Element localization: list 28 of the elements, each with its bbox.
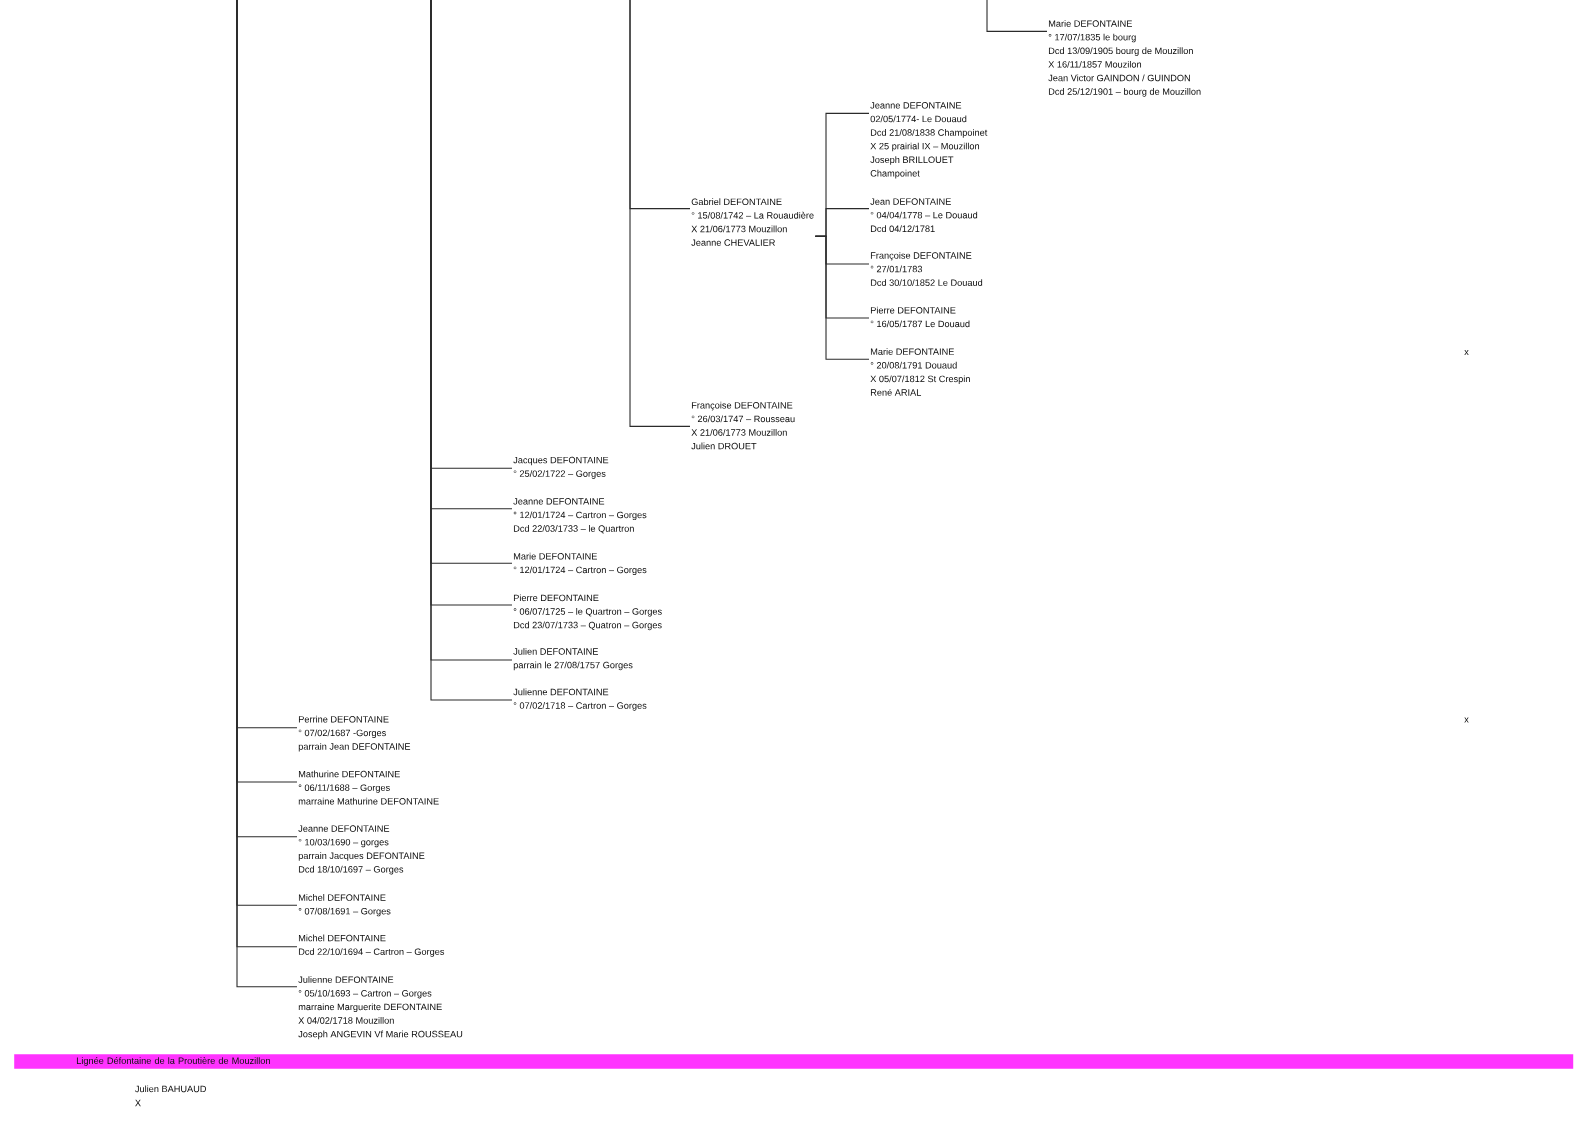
- person-entry: Pierre DEFONTAINE ° 16/05/1787 Le Douaud: [870, 306, 970, 328]
- person-entry: Julienne DEFONTAINE ° 05/10/1693 – Cartron – Gorges marraine Marguerite DEFONTAINE X 04/02/1718 Mouzillon Joseph ANGEVIN Vf Marie ROUSSEAU: [298, 976, 463, 1040]
- person-entry: Jacques DEFONTAINE ° 25/02/1722 – Gorges: [513, 456, 609, 479]
- person-entry: Jeanne DEFONTAINE ° 12/01/1724 – Cartron – Gorges Dcd 22/03/1733 – le Quartron: [513, 498, 647, 534]
- x-mark: X: [135, 1099, 141, 1107]
- person-entry: Jeanne DEFONTAINE 02/05/1774- Le Douaud Dcd 21/08/1838 Champoinet X 25 prairial IX – Mouzillon Joseph BRILLOUET Champoinet: [870, 102, 988, 179]
- person-entry: Michel DEFONTAINE Dcd 22/10/1694 – Cartron – Gorges: [298, 934, 445, 957]
- person-entry: Julienne DEFONTAINE ° 07/02/1718 – Cartron – Gorges: [513, 688, 647, 711]
- person-entry: Julien DEFONTAINE parrain le 27/08/1757 Gorges: [513, 648, 633, 671]
- person-entry: Françoise DEFONTAINE ° 26/03/1747 – Rousseau X 21/06/1773 Mouzillon Julien DROUET: [691, 401, 795, 450]
- person-name: Julien BAHUAUD: [135, 1085, 207, 1093]
- person-entry: Françoise DEFONTAINE ° 27/01/1783 Dcd 30/10/1852 Le Douaud: [870, 252, 983, 286]
- x-mark: x: [1464, 717, 1469, 723]
- person-entry: Marie DEFONTAINE ° 20/08/1791 Douaud X 05/07/1812 St Crespin René ARIAL: [870, 348, 970, 396]
- person-entry: Jeanne DEFONTAINE ° 10/03/1690 – gorges parrain Jacques DEFONTAINE Dcd 18/10/1697 – Gorges: [298, 825, 425, 875]
- person-entry: Pierre DEFONTAINE ° 06/07/1725 – le Quartron – Gorges Dcd 23/07/1733 – Quatron – Gorges: [513, 594, 662, 631]
- person-entry: Marie DEFONTAINE ° 17/07/1835 le bourg Dcd 13/09/1905 bourg de Mouzillon X 16/11/1857 Mouzilon Jean Victor GAINDON / GUINDON Dcd 25/12/1901 – bourg de Mouzillon: [1048, 20, 1201, 97]
- tree-line: [629, 0, 691, 427]
- x-mark: x: [1464, 350, 1469, 355]
- person-entry: Marie DEFONTAINE ° 12/01/1724 – Cartron – Gorges: [513, 552, 647, 575]
- person-entry: Mathurine DEFONTAINE ° 06/11/1688 – Gorges marraine Mathurine DEFONTAINE: [298, 770, 439, 805]
- person-entry: Michel DEFONTAINE ° 07/08/1691 – Gorges: [298, 894, 391, 917]
- tree-line: [814, 235, 870, 360]
- person-entry: Jean DEFONTAINE ° 04/04/1778 – Le Douaud Dcd 04/12/1781: [870, 198, 978, 232]
- person-entry: Perrine DEFONTAINE ° 07/02/1687 -Gorges parrain Jean DEFONTAINE: [298, 715, 411, 752]
- title-band: Lignée Défontaine de la Proutière de Mouzillon: [14, 1054, 1574, 1069]
- person-entry: Gabriel DEFONTAINE ° 15/08/1742 – La Rouaudière X 21/06/1773 Mouzillon Jeanne CHEVALIER: [691, 198, 814, 246]
- tree-line: [986, 0, 1048, 32]
